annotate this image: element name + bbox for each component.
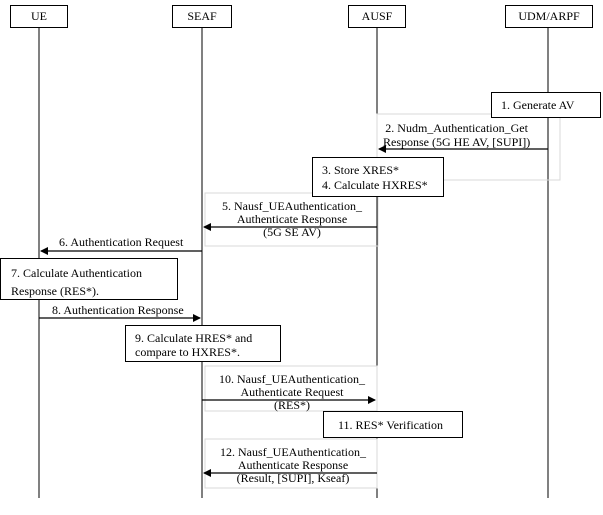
- step7-line2: Response (RES*).: [11, 284, 99, 298]
- step7-box: 7. Calculate Authentication Response (RE…: [0, 258, 178, 300]
- step12-line2: Authenticate Response: [237, 458, 349, 472]
- step9-box: 9. Calculate HRES* and compare to HXRES*…: [125, 325, 281, 362]
- frame-step10: [204, 365, 378, 412]
- step10-label: 10. Nausf_UEAuthentication_ Authenticate…: [210, 373, 374, 412]
- step12-label: 12. Nausf_UEAuthentication_ Authenticate…: [212, 446, 374, 485]
- step7-line1: 7. Calculate Authentication: [11, 266, 142, 280]
- step3-4-box: 3. Store XRES* 4. Calculate HXRES*: [312, 157, 444, 197]
- step10-line2: Authenticate Request: [240, 385, 344, 399]
- step11-box: 11. RES* Verification: [323, 411, 463, 438]
- frame-step2: [376, 113, 561, 181]
- step2-line1: 2. Nudm_Authentication_Get: [385, 121, 528, 135]
- step5-line2: Authenticate Response: [236, 212, 348, 226]
- entity-ue: UE: [10, 5, 68, 28]
- frame-step5: [204, 192, 379, 247]
- step8-label: 8. Authentication Response: [52, 304, 184, 317]
- step1-box: 1. Generate AV: [491, 92, 601, 118]
- step6-label: 6. Authentication Request: [59, 236, 183, 249]
- step10-line3: (RES*): [274, 398, 310, 412]
- entity-ausf: AUSF: [348, 5, 406, 28]
- step6-text: 6. Authentication Request: [59, 235, 184, 249]
- step5-line1: 5. Nausf_UEAuthentication_: [222, 199, 362, 213]
- step5-line3: (5G SE AV): [263, 225, 321, 239]
- step11-text: 11. RES* Verification: [338, 418, 443, 432]
- entity-seaf: SEAF: [172, 5, 232, 28]
- step5-label: 5. Nausf_UEAuthentication_ Authenticate …: [212, 200, 372, 239]
- step2-label: 2. Nudm_Authentication_Get Response (5G …: [383, 121, 530, 149]
- entity-udm-arpf: UDM/ARPF: [505, 5, 593, 28]
- step2-line2: Response (5G HE AV, [SUPI]): [383, 135, 531, 149]
- step9-line2: compare to HXRES*.: [135, 345, 240, 359]
- step1-text: 1. Generate AV: [501, 98, 575, 112]
- step10-line1: 10. Nausf_UEAuthentication_: [219, 372, 365, 386]
- frame-step12: [204, 438, 378, 489]
- step4-text: 4. Calculate HXRES*: [322, 178, 428, 192]
- step12-line3: (Result, [SUPI], Kseaf): [236, 471, 350, 485]
- step9-line1: 9. Calculate HRES* and: [135, 331, 253, 345]
- step8-text: 8. Authentication Response: [52, 303, 184, 317]
- step12-line1: 12. Nausf_UEAuthentication_: [220, 445, 366, 459]
- step3-text: 3. Store XRES*: [322, 163, 400, 177]
